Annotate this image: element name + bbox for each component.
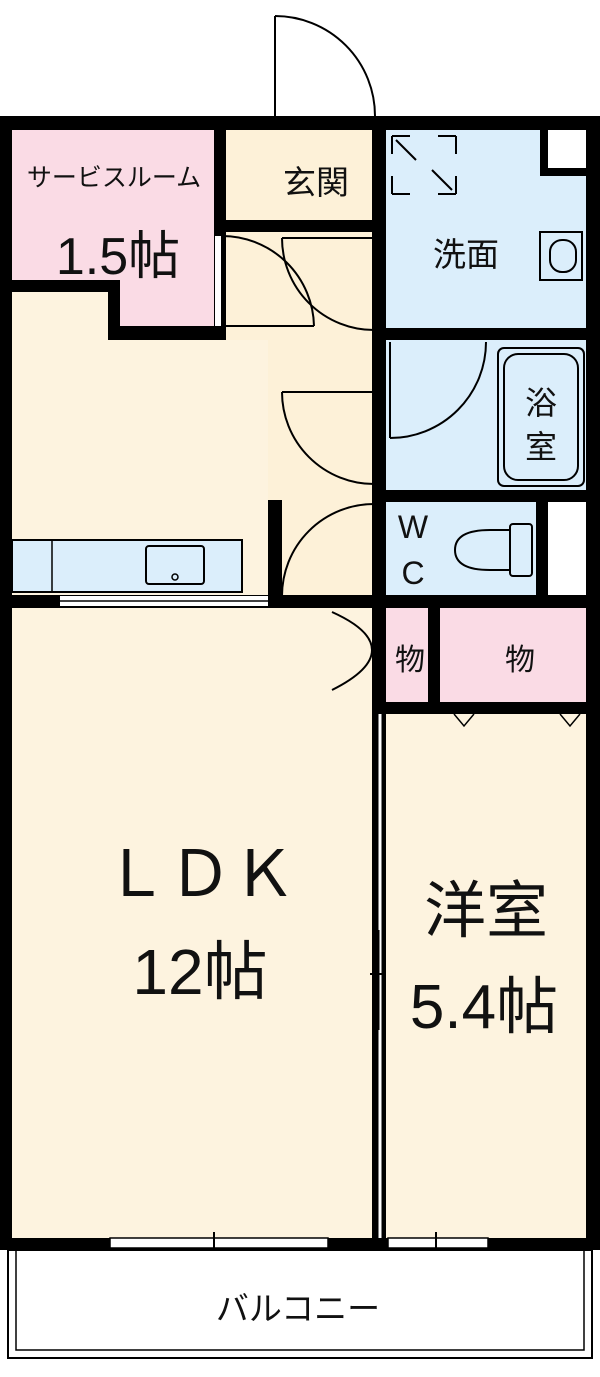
kitchen-counter [11,539,243,593]
ldk-size: 12帖 [132,936,267,1008]
toilet-icon [453,523,533,577]
western-room-label: 洋室 [424,877,548,946]
entrance-area [226,130,372,220]
storage-large-area [440,608,586,702]
washing-machine-space [548,130,586,168]
toilet-label-bottom: C [401,555,424,591]
western-room-size: 5.4帖 [410,973,558,1042]
bathtub-icon [497,347,585,487]
closet-doors [446,707,584,728]
bathroom-label-bottom: 室 [525,429,557,465]
storage-large-label: 物 [505,644,535,677]
storage-small-area [386,608,428,702]
service-room-size: 1.5帖 [56,228,180,286]
bathroom-area [386,340,586,490]
toilet-label-top: W [398,509,429,545]
interior-doors [215,235,487,691]
ldk-label: ＬＤＫ [104,838,296,910]
balcony [7,1249,593,1359]
windows [109,1232,489,1254]
sink-icon [145,545,205,585]
entrance-label: 玄関 [283,164,349,201]
ldk-area [12,608,372,1238]
washer-space-icon [391,135,457,195]
kitchen-area [12,292,268,595]
washbasin-icon [539,231,583,281]
service-room-label: サービスルーム [27,164,201,192]
bathroom-label-top: 浴 [525,385,557,421]
western-room-area [386,714,586,1238]
washroom-label: 洗面 [433,236,499,273]
entrance-door [274,15,376,120]
hall-area [226,232,372,595]
storage-small-label: 物 [395,644,425,677]
balcony-label: バルコニー [216,1290,380,1327]
service-room-area [12,130,214,326]
